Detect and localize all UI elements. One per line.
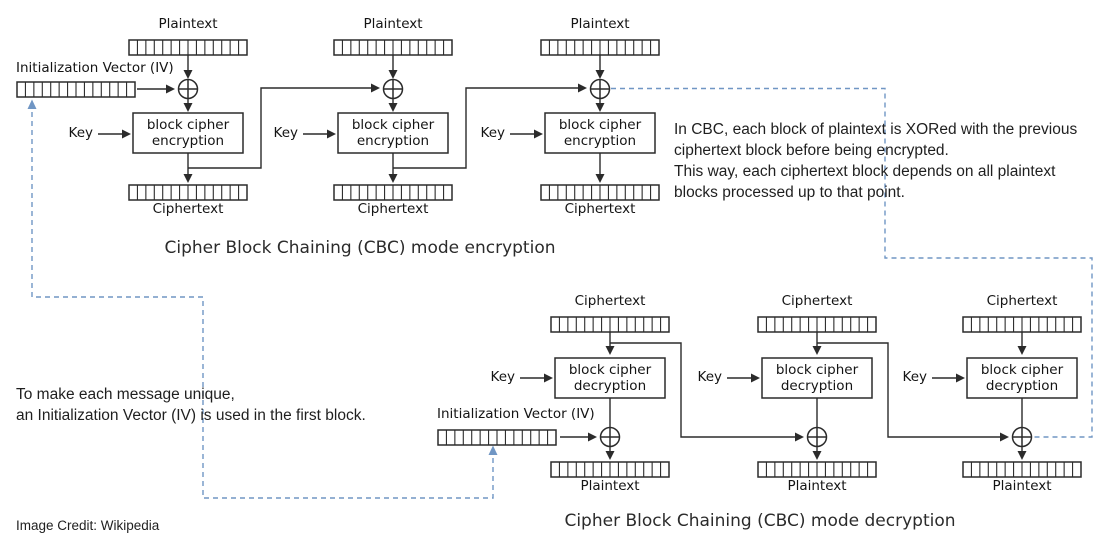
dec-iv-label: Initialization Vector (IV): [437, 406, 595, 422]
dec1-key-label: Key: [490, 369, 515, 385]
dec1-ciphertext-block: [550, 316, 670, 333]
dec1-plaintext-label: Plaintext: [580, 478, 640, 494]
dec2-ciphertext-block: [757, 316, 877, 333]
enc2-plaintext-label: Plaintext: [363, 16, 423, 32]
enc2-ciphertext-label: Ciphertext: [357, 201, 429, 217]
enc1-plaintext-block: [128, 39, 248, 56]
dec2-plaintext-block: [757, 461, 877, 478]
enc1-chain-line: [188, 83, 380, 169]
dec3-ciphertext-label: Ciphertext: [986, 293, 1058, 309]
dec3-ciphertext-block: [962, 316, 1082, 333]
enc2-xor-icon: [382, 78, 404, 100]
enc3-ciphertext-block: [540, 184, 660, 201]
dec3-xor-icon: [1011, 426, 1033, 448]
enc3-xor-icon: [589, 78, 611, 100]
dec2-decryption-box: [761, 357, 873, 399]
enc1-box-label-line2: encryption: [151, 133, 225, 149]
enc3-plaintext-label: Plaintext: [570, 16, 630, 32]
dec2-chain-line: [817, 342, 1009, 442]
enc3-encryption-box: [544, 112, 656, 154]
enc-iv-block: [16, 81, 136, 98]
dec3-box-label: block cipher decryption: [967, 362, 1077, 394]
enc2-ciphertext-block: [333, 184, 453, 201]
enc1-encryption-box: [132, 112, 244, 154]
dec3-plaintext-block: [962, 461, 1082, 478]
dec3-key-label: Key: [902, 369, 927, 385]
enc3-box-label-line1: block cipher: [558, 117, 642, 133]
dec3-decryption-box: [966, 357, 1078, 399]
annotation-dashed-path-left: [31, 103, 494, 499]
dec2-box-label-line2: decryption: [780, 378, 854, 394]
dec2-xor-icon: [806, 426, 828, 448]
dec3-plaintext-label: Plaintext: [992, 478, 1052, 494]
enc2-plaintext-block: [333, 39, 453, 56]
enc1-ciphertext-label: Ciphertext: [152, 201, 224, 217]
iv-explanation-note: To make each message unique, an Initiali…: [16, 386, 366, 424]
dec3-box-label-line2: decryption: [985, 378, 1059, 394]
dec2-key-label: Key: [697, 369, 722, 385]
enc-iv-label: Initialization Vector (IV): [16, 60, 174, 76]
enc1-key-label: Key: [68, 125, 93, 141]
annotation-arrowhead-dec-iv: [488, 445, 498, 455]
enc1-xor-icon: [177, 78, 199, 100]
dec1-box-label-line2: decryption: [573, 378, 647, 394]
dec1-decryption-box: [554, 357, 666, 399]
dec3-box-label-line1: block cipher: [980, 362, 1064, 378]
enc3-key-label: Key: [480, 125, 505, 141]
decryption-title: Cipher Block Chaining (CBC) mode decrypt…: [564, 511, 956, 531]
enc2-encryption-box: [337, 112, 449, 154]
enc1-ciphertext-block: [128, 184, 248, 201]
dec2-ciphertext-label: Ciphertext: [781, 293, 853, 309]
dec1-chain-line: [610, 342, 804, 442]
enc2-box-label: block cipher encryption: [338, 117, 448, 149]
enc2-box-label-line1: block cipher: [351, 117, 435, 133]
dec2-plaintext-label: Plaintext: [787, 478, 847, 494]
dec2-box-label-line1: block cipher: [775, 362, 859, 378]
enc3-box-label-line2: encryption: [563, 133, 637, 149]
enc2-chain-line: [393, 83, 587, 169]
dec1-box-label-line1: block cipher: [568, 362, 652, 378]
dec1-box-label: block cipher decryption: [555, 362, 665, 394]
encryption-title: Cipher Block Chaining (CBC) mode encrypt…: [164, 238, 556, 258]
enc2-key-label: Key: [273, 125, 298, 141]
enc1-plaintext-label: Plaintext: [158, 16, 218, 32]
enc3-box-label: block cipher encryption: [545, 117, 655, 149]
dec1-plaintext-block: [550, 461, 670, 478]
enc1-box-label-line1: block cipher: [146, 117, 230, 133]
dec1-xor-icon: [599, 426, 621, 448]
dec2-box-label: block cipher decryption: [762, 362, 872, 394]
annotation-dashed-path-right: [611, 87, 1093, 438]
enc1-box-label: block cipher encryption: [133, 117, 243, 149]
image-credit: Image Credit: Wikipedia: [16, 518, 160, 533]
enc3-plaintext-block: [540, 39, 660, 56]
dec-iv-block: [437, 429, 557, 446]
dec1-ciphertext-label: Ciphertext: [574, 293, 646, 309]
annotation-arrowhead-enc-iv: [27, 99, 37, 109]
enc2-box-label-line2: encryption: [356, 133, 430, 149]
enc3-ciphertext-label: Ciphertext: [564, 201, 636, 217]
cbc-explanation-note: In CBC, each block of plaintext is XORed…: [674, 121, 1078, 201]
